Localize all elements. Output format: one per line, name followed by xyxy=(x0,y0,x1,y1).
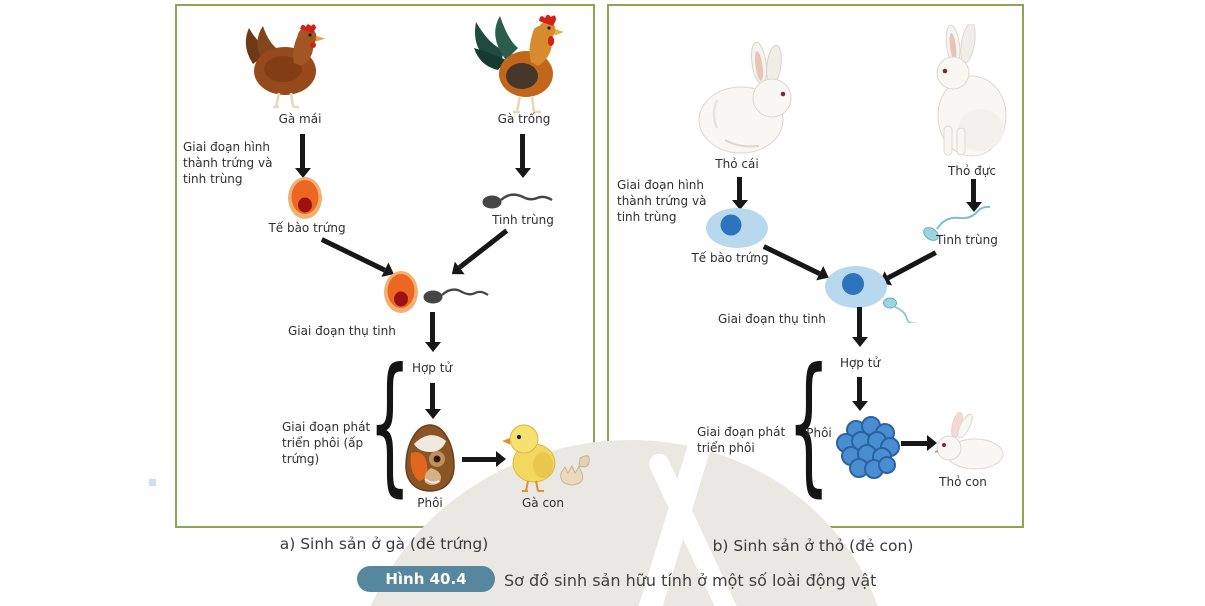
fertilization-stage-label-a: Giai đoạn thụ tinh xyxy=(288,324,396,338)
sperm-label-b: Tinh trùng xyxy=(936,233,998,247)
development-brace-b: { xyxy=(787,337,831,511)
embryo-label-a: Phôi xyxy=(417,496,443,510)
fertilization-stage-label-b: Giai đoạn thụ tinh xyxy=(718,312,826,326)
sperm-label-a: Tinh trùng xyxy=(492,213,554,227)
fertilization-illustration-b xyxy=(825,266,916,323)
rooster-illustration xyxy=(474,14,564,114)
chicken-sperm-illustration xyxy=(482,193,553,209)
hen-label: Gà mái xyxy=(278,112,322,126)
development-brace-a: { xyxy=(368,337,412,511)
zygote-label-a: Hợp tử xyxy=(411,361,453,375)
development-stage-label-a: Giai đoạn phát triển phôi (ấp trứng) xyxy=(282,420,371,467)
development-stage-label-b: Giai đoạn phát triển phôi xyxy=(697,425,786,456)
chicken-embryo-egg-illustration xyxy=(405,424,455,492)
baby-rabbit-illustration xyxy=(934,411,1004,470)
hen-illustration xyxy=(245,24,325,109)
egg-cell-label-b: Tế bào trứng xyxy=(691,251,769,265)
figure-caption: Sơ đồ sinh sản hữu tính ở một số loài độ… xyxy=(504,571,877,590)
rooster-label: Gà trống xyxy=(497,112,551,126)
chick-illustration xyxy=(502,424,590,492)
formation-stage-label-b: Giai đoạn hình thành trứng và tinh trùng xyxy=(617,178,707,225)
female-rabbit-label: Thỏ cái xyxy=(715,157,759,171)
embryo-label-b: Phôi xyxy=(806,426,832,440)
rabbit-embryo-morula-illustration xyxy=(836,416,900,479)
male-rabbit-illustration xyxy=(936,24,1007,157)
scan-artifact xyxy=(149,479,156,486)
chicken-egg-cell-illustration xyxy=(288,177,322,219)
egg-cell-label-a: Tế bào trứng xyxy=(268,221,346,235)
zygote-label-b: Hợp tử xyxy=(839,356,881,370)
chick-label: Gà con xyxy=(521,496,564,510)
formation-stage-label-a: Giai đoạn hình thành trứng và tinh trùng xyxy=(183,140,273,187)
fertilization-illustration-a xyxy=(384,271,489,313)
male-rabbit-label: Thỏ đực xyxy=(948,164,996,178)
baby-rabbit-label: Thỏ con xyxy=(939,475,987,489)
panel-b-caption: b) Sinh sản ở thỏ (đẻ con) xyxy=(712,537,914,555)
female-rabbit-illustration xyxy=(698,41,792,154)
panel-a-caption: a) Sinh sản ở gà (đẻ trứng) xyxy=(279,535,489,553)
figure-number-badge: Hình 40.4 xyxy=(357,566,495,592)
rabbit-sperm-illustration xyxy=(923,205,991,241)
rabbit-egg-cell-illustration xyxy=(706,208,768,248)
